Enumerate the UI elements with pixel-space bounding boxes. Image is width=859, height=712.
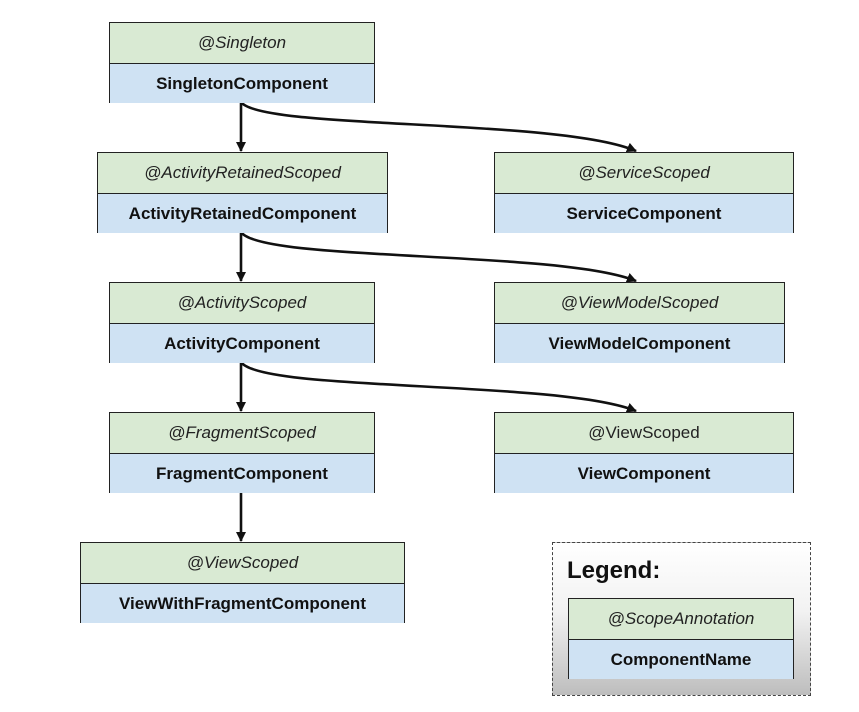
view-with-fragment-component-node: @ViewScoped ViewWithFragmentComponent bbox=[80, 542, 405, 623]
component-name: ServiceComponent bbox=[495, 194, 793, 233]
component-name: ViewModelComponent bbox=[495, 324, 784, 363]
legend-scope-annotation: @ScopeAnnotation bbox=[569, 599, 793, 640]
component-name: ActivityComponent bbox=[110, 324, 374, 363]
scope-annotation: @ActivityScoped bbox=[110, 283, 374, 324]
scope-annotation: @Singleton bbox=[110, 23, 374, 64]
component-name: ViewComponent bbox=[495, 454, 793, 493]
legend-component-name: ComponentName bbox=[569, 640, 793, 679]
scope-annotation: @ViewScoped bbox=[81, 543, 404, 584]
fragment-component-node: @FragmentScoped FragmentComponent bbox=[109, 412, 375, 493]
legend-box: Legend: @ScopeAnnotation ComponentName bbox=[552, 542, 811, 696]
activity-component-node: @ActivityScoped ActivityComponent bbox=[109, 282, 375, 363]
component-name: ViewWithFragmentComponent bbox=[81, 584, 404, 623]
activity-retained-component-node: @ActivityRetainedScoped ActivityRetained… bbox=[97, 152, 388, 233]
edge-activity-retained-to-view-model bbox=[239, 231, 637, 283]
component-name: ActivityRetainedComponent bbox=[98, 194, 387, 233]
service-component-node: @ServiceScoped ServiceComponent bbox=[494, 152, 794, 233]
legend-sample-node: @ScopeAnnotation ComponentName bbox=[568, 598, 794, 679]
edge-singleton-to-service bbox=[239, 101, 637, 153]
scope-annotation: @ViewScoped bbox=[495, 413, 793, 454]
component-name: FragmentComponent bbox=[110, 454, 374, 493]
edge-activity-to-view bbox=[239, 361, 637, 413]
component-name: SingletonComponent bbox=[110, 64, 374, 103]
view-model-component-node: @ViewModelScoped ViewModelComponent bbox=[494, 282, 785, 363]
view-component-node: @ViewScoped ViewComponent bbox=[494, 412, 794, 493]
scope-annotation: @ViewModelScoped bbox=[495, 283, 784, 324]
legend-title: Legend: bbox=[567, 557, 661, 584]
scope-annotation: @ActivityRetainedScoped bbox=[98, 153, 387, 194]
scope-annotation: @ServiceScoped bbox=[495, 153, 793, 194]
scope-annotation: @FragmentScoped bbox=[110, 413, 374, 454]
singleton-component-node: @Singleton SingletonComponent bbox=[109, 22, 375, 103]
